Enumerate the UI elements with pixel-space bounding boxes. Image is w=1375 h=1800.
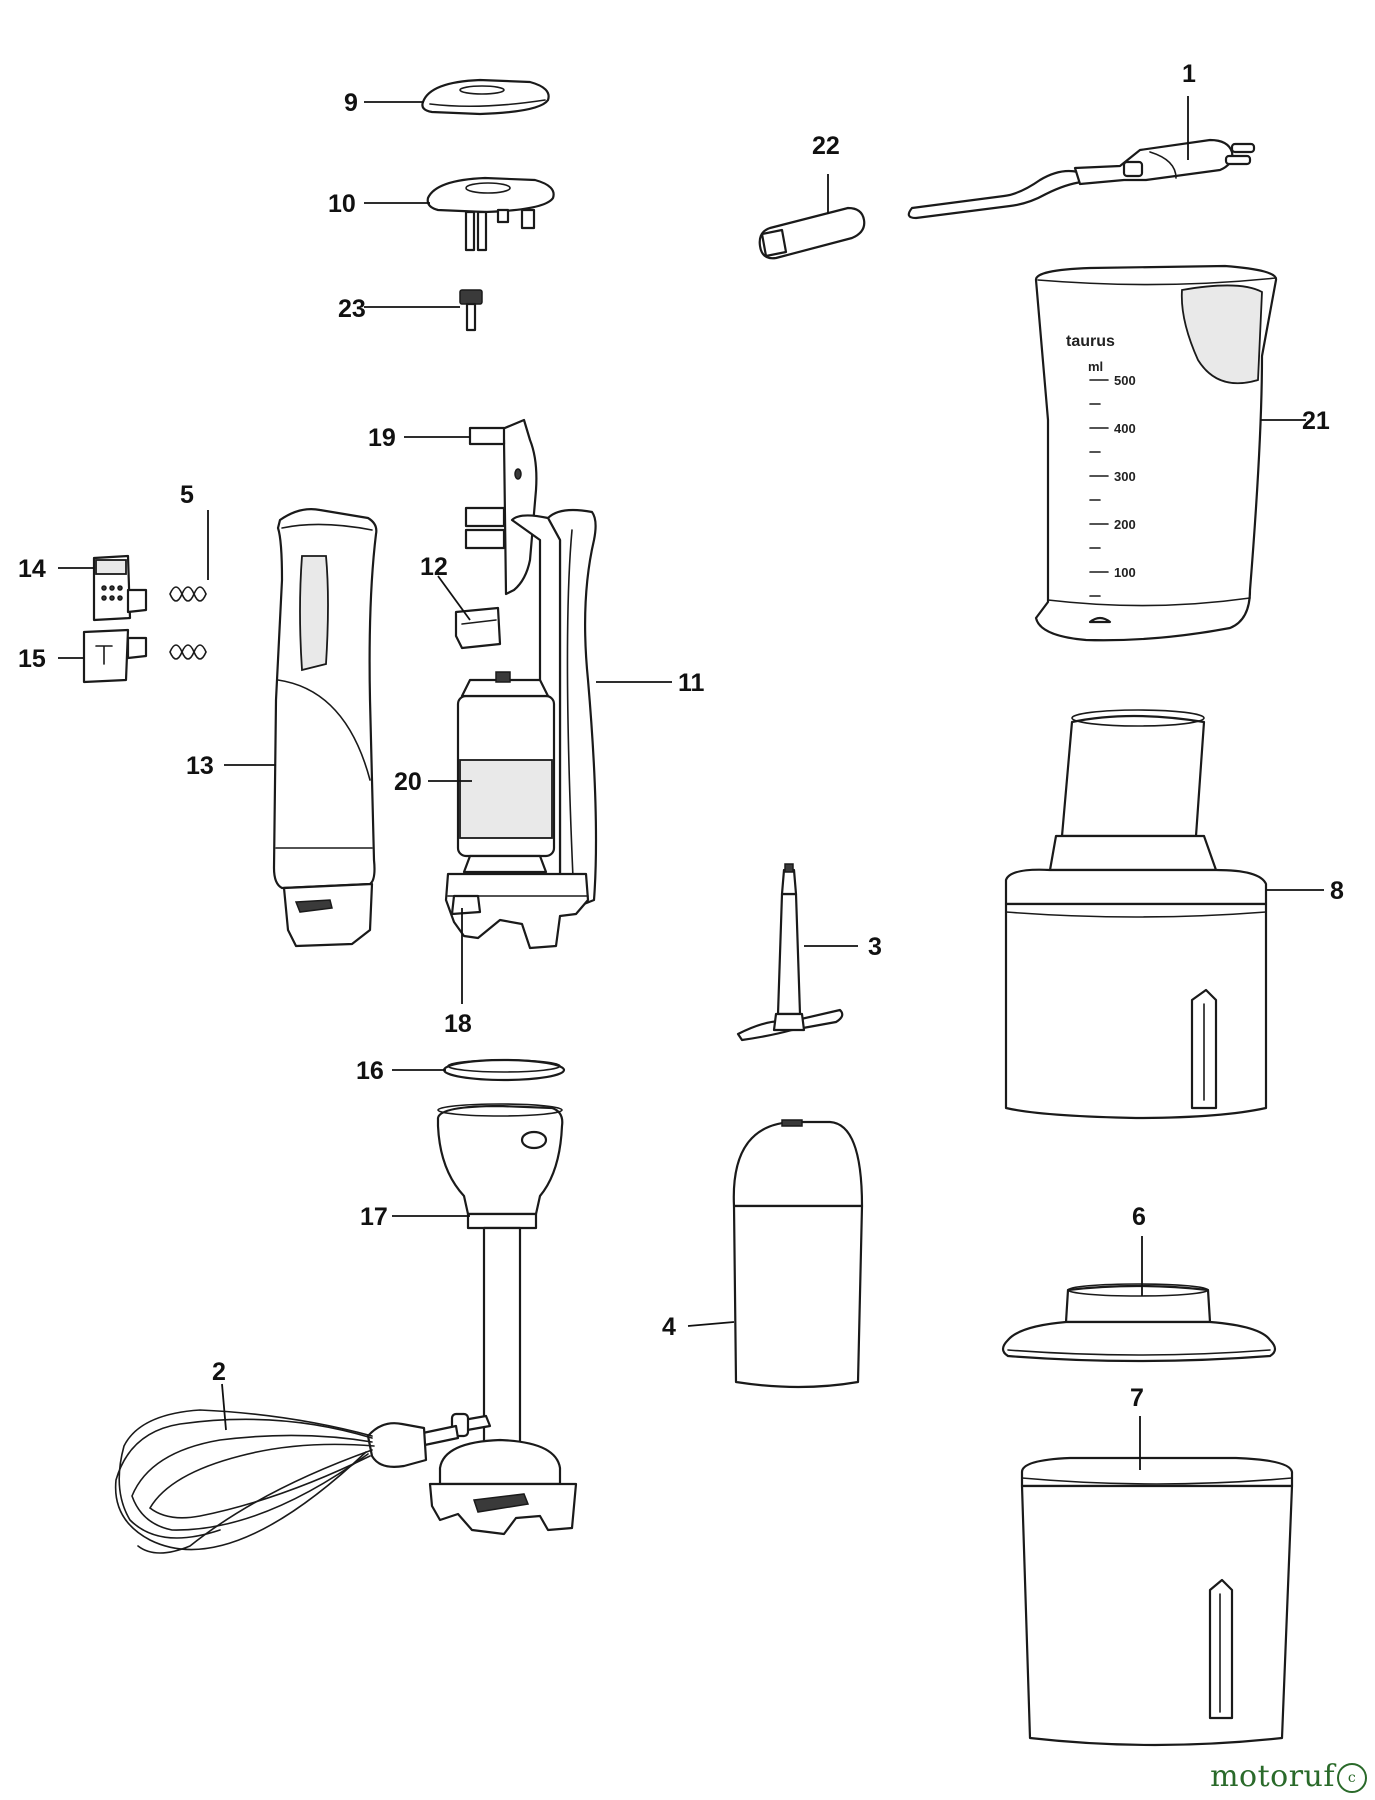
part-7-chopper-bowl [1020,1456,1294,1747]
part-16-seal-ring [442,1058,566,1082]
callout-14: 14 [18,555,46,583]
callout-17: 17 [360,1203,388,1231]
callout-20: 20 [394,768,422,796]
part-1-power-cord [907,138,1256,220]
callout-19: 19 [368,424,396,452]
part-4-chopper-cap [732,1119,864,1389]
part-17-blender-foot [428,1103,578,1536]
jug-unit-label: ml [1088,359,1103,374]
part-6-chopper-lid [1001,1283,1277,1363]
jug-mark-200: 200 [1114,517,1136,532]
part-2-whisk [114,1409,492,1554]
part-3-chopper-blade [736,863,844,1042]
part-13-front-housing [272,508,378,948]
part-10-control-cap [426,176,555,252]
callout-7: 7 [1130,1384,1144,1412]
callout-6: 6 [1132,1203,1146,1231]
callout-2: 2 [212,1358,226,1386]
callout-13: 13 [186,752,214,780]
callout-11: 11 [678,669,705,697]
callout-22: 22 [812,132,840,160]
leader-lines [58,96,1324,1470]
callout-23: 23 [338,295,366,323]
callout-8: 8 [1330,877,1344,905]
part-12-switch-lever [454,606,502,650]
jug-mark-300: 300 [1114,469,1136,484]
jug-scale: 500 400 300 200 100 [1089,373,1136,597]
part-15-speed-button [82,628,148,684]
callout-12: 12 [420,553,448,581]
callout-15: 15 [18,645,46,673]
callout-4: 4 [662,1313,676,1341]
part-21-measuring-jug: taurus ml 500 400 300 200 100 [1034,264,1278,642]
callout-9: 9 [344,89,358,117]
part-14-turbo-button [92,554,148,622]
part-5-springs [169,586,207,660]
part-20-motor [456,671,556,874]
jug-mark-500: 500 [1114,373,1136,388]
watermark-circle-mark: c [1337,1763,1367,1793]
part-8-chopper [1004,709,1268,1120]
callout-10: 10 [328,190,356,218]
callout-numbers: 1 2 3 4 5 6 7 8 9 10 11 12 13 14 15 16 1… [18,60,1344,1412]
callout-21: 21 [1302,407,1330,435]
callout-3: 3 [868,933,882,961]
callout-5: 5 [180,481,194,509]
part-23-pin [459,289,483,332]
callout-16: 16 [356,1057,384,1085]
callout-1: 1 [1182,60,1196,88]
part-19-switch-bracket [464,418,538,596]
watermark-text: motoruf [1210,1759,1335,1794]
part-9-top-cap [421,78,550,116]
jug-mark-400: 400 [1114,421,1136,436]
jug-mark-100: 100 [1114,565,1136,580]
part-22-coupling-sleeve [758,206,866,260]
jug-brand-label: taurus [1066,333,1115,350]
part-18-bottom-coupling [444,872,590,950]
callout-18: 18 [444,1010,472,1038]
